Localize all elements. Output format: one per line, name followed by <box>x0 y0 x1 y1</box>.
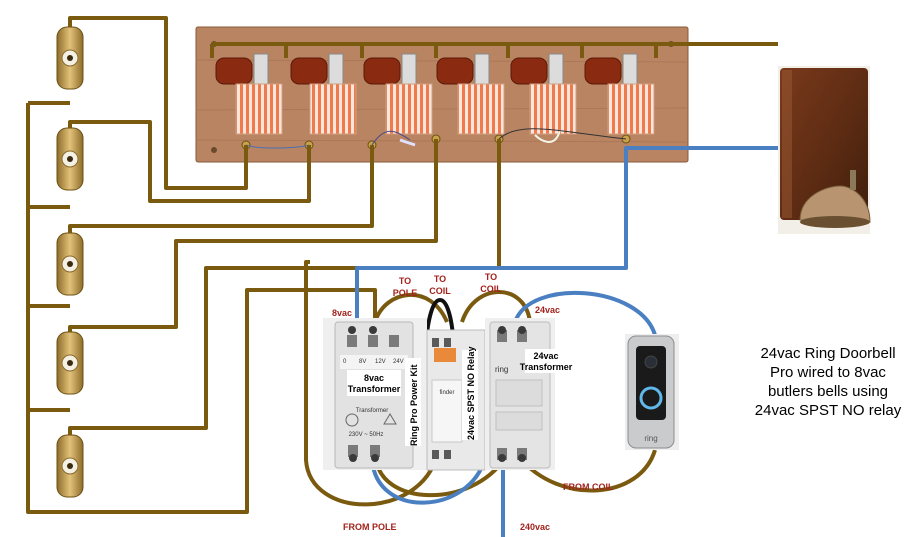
tap-12v: 12V <box>375 359 386 365</box>
transformer-24-title-1: 24vac <box>533 351 558 361</box>
relay-kit-label: Ring Pro Power Kit <box>409 364 419 446</box>
caption-line-1: 24vac Ring Doorbell <box>760 345 896 362</box>
transformer-8-title-2: Transformer <box>348 384 401 394</box>
push-button-2 <box>56 127 84 191</box>
label-to-coil-2a: TO <box>485 272 497 282</box>
push-button-3 <box>56 232 84 296</box>
tap-0: 0 <box>343 359 347 365</box>
indicator-5 <box>510 53 577 135</box>
label-24vac: 24vac <box>535 305 560 315</box>
wire-labels: TO POLE TO COIL TO COIL 8vac 24vac FROM … <box>332 272 614 532</box>
label-240vac: 240vac <box>520 522 550 532</box>
label-to-coil-1a: TO <box>434 274 446 284</box>
diagram-caption: 24vac Ring Doorbell Pro wired to 8vac bu… <box>738 344 918 420</box>
relay-brand: finder <box>439 390 454 396</box>
label-to-coil-2b: COIL <box>480 284 502 294</box>
transformer-8-title-1: 8vac <box>364 373 384 383</box>
transformer-24-title-2: Transformer <box>520 362 573 372</box>
indicator-1 <box>215 53 283 135</box>
label-to-pole-1: TO <box>399 276 411 286</box>
board-internal-wiring <box>245 128 627 149</box>
label-from-coil: FROM COIL <box>563 482 614 492</box>
label-to-pole-2: POLE <box>393 288 418 298</box>
transformer-8-brand: Transformer <box>356 408 388 414</box>
push-button-5 <box>56 434 84 498</box>
doorbell-brand: ring <box>644 434 657 443</box>
tap-24v: 24V <box>393 359 404 365</box>
transformer-24-brand: ring <box>495 365 508 374</box>
indicator-3 <box>363 53 433 135</box>
caption-line-2: Pro wired to 8vac <box>770 364 886 381</box>
push-button-4 <box>56 331 84 395</box>
transformer-24vac: 24vac Transformer ring <box>485 318 573 470</box>
indicator-6 <box>584 53 655 135</box>
transformer-8-spec: 230V ~ 50Hz <box>349 432 384 438</box>
brown-wires <box>26 16 778 514</box>
ring-doorbell: ring <box>625 334 679 450</box>
tap-8v: 8V <box>359 359 366 365</box>
caption-line-4: 24vac SPST NO relay <box>754 402 902 419</box>
blue-wires <box>355 146 778 537</box>
relay-module: finder Ring Pro Power Kit 24vac SPST NO … <box>405 329 486 471</box>
bell-photo <box>778 66 871 234</box>
label-to-coil-1b: COIL <box>429 286 451 296</box>
push-button-1 <box>56 26 84 90</box>
caption-line-3: butlers bells using <box>767 383 889 400</box>
indicator-2 <box>290 53 357 135</box>
relay-title-label: 24vac SPST NO Relay <box>466 346 476 440</box>
label-8vac: 8vac <box>332 308 352 318</box>
indicator-4 <box>436 53 505 135</box>
label-from-pole: FROM POLE <box>343 522 397 532</box>
